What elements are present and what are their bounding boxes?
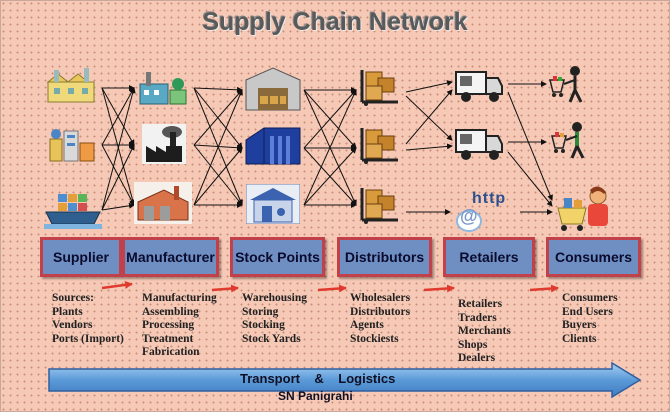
connector-supplier-manufacturer: [101, 202, 135, 211]
stage-label: Manufacturer: [126, 249, 215, 265]
stage-label: Retailers: [459, 249, 519, 265]
description-item: Processing: [142, 319, 195, 331]
author-credit: SN Panigrahi: [278, 389, 353, 403]
connector-manufacturer-stockpoint: [193, 86, 243, 93]
description-item: Distributors: [350, 305, 411, 318]
boxes-hand-truck-icon: [360, 70, 398, 106]
diagram-title: Supply Chain Network: [202, 8, 468, 36]
connector-stockpoint-distributor: [303, 89, 357, 149]
description-item: Agents: [350, 319, 384, 331]
description-item: Ports (Import): [52, 332, 124, 345]
description-item: Storing: [242, 305, 279, 318]
boxes-hand-truck-icon: [360, 128, 398, 164]
description-item: Manufacturing: [142, 292, 217, 304]
consumers-description: Consumers End Users Buyers Clients: [562, 292, 618, 346]
connector-stockpoint-distributor: [303, 89, 357, 206]
assembly-plant-icon: [134, 182, 192, 224]
connector-manufacturer-stockpoint: [193, 144, 243, 206]
connector-supplier-manufacturer: [101, 87, 136, 211]
description-item: Traders: [458, 311, 497, 324]
description-item: Vendors: [52, 319, 93, 331]
transport-logistics-arrow: [48, 362, 642, 398]
stage-label: Consumers: [554, 249, 633, 265]
description-item: Shops: [458, 338, 488, 351]
stage-label: Distributors: [344, 249, 425, 265]
band-right-text: Logistics: [338, 371, 396, 386]
stock-points-description: Warehousing Storing Stocking Stock Yards: [242, 292, 307, 346]
consumer-with-cart-icon: [557, 186, 608, 231]
shopping-cart-person-icon: [549, 66, 583, 103]
description-item: Fabrication: [142, 346, 200, 358]
boxes-hand-truck-icon: [360, 188, 398, 224]
delivery-truck-icon: [455, 129, 503, 160]
connector-distributor-retailer: [405, 89, 453, 145]
red-flow-arrow: [529, 284, 559, 293]
description-item: Sources:: [52, 292, 94, 304]
description-item: Consumers: [562, 292, 618, 304]
stage-label: Stock Points: [235, 249, 320, 265]
description-item: End Users: [562, 305, 613, 318]
red-flow-arrow: [423, 284, 455, 293]
description-item: Assembling: [142, 305, 199, 318]
connector-supplier-manufacturer: [101, 87, 135, 146]
at-symbol: @: [460, 206, 478, 226]
stage-consumers: Consumers: [546, 237, 641, 277]
internet-http-icon: @ http: [452, 190, 516, 232]
description-item: Merchants: [458, 325, 511, 337]
stage-supplier: Supplier: [40, 237, 122, 277]
warehouse-building-icon: [245, 127, 301, 165]
connector-distributor-retailer: [405, 143, 453, 151]
plant-icon: [49, 129, 95, 162]
connector-stockpoint-distributor: [303, 147, 357, 206]
smokestack-factory-icon: [142, 124, 186, 164]
description-item: Retailers: [458, 298, 503, 310]
connector-manufacturer-stockpoint: [193, 89, 243, 146]
description-item: Plants: [52, 305, 83, 318]
globe-icon: [456, 210, 482, 232]
factory-icon: [46, 68, 95, 103]
connector-retailer-consumer: [507, 151, 553, 207]
transport-logistics-label: Transport & Logistics: [240, 371, 395, 386]
connector-distributor-retailer: [405, 80, 453, 93]
description-item: Buyers: [562, 319, 597, 331]
delivery-truck-icon: [455, 71, 503, 102]
stage-stock-points: Stock Points: [230, 237, 325, 277]
cargo-ship-icon: [44, 194, 102, 229]
storage-depot-icon: [246, 184, 300, 224]
description-item: Stockiests: [350, 332, 399, 345]
red-flow-arrow: [101, 280, 133, 290]
description-item: Stock Yards: [242, 332, 301, 345]
description-item: Wholesalers: [350, 292, 411, 304]
manufacturer-description: Manufacturing Assembling Processing Trea…: [142, 292, 217, 360]
band-left-text: Transport: [240, 371, 300, 386]
connector-supplier-manufacturer: [101, 87, 136, 206]
red-flow-arrow: [211, 284, 239, 293]
shopping-cart-person-icon: [551, 122, 585, 159]
stage-retailers: Retailers: [443, 237, 535, 277]
warehouse-icon: [245, 67, 301, 111]
stage-label: Supplier: [52, 249, 109, 265]
description-item: Treatment: [142, 332, 194, 345]
description-item: Stocking: [242, 319, 285, 331]
connector-retailer-consumer: [507, 91, 553, 201]
http-label: http: [472, 190, 507, 207]
retailers-description: Retailers Traders Merchants Shops Dealer…: [458, 298, 511, 366]
distributors-description: Wholesalers Distributors Agents Stockies…: [350, 292, 410, 346]
connector-supplier-manufacturer: [101, 144, 135, 211]
connector-distributor-retailer: [405, 95, 453, 141]
industrial-plant-icon: [139, 72, 187, 105]
connector-supplier-manufacturer: [101, 144, 135, 206]
red-flow-arrow: [317, 284, 347, 293]
band-amp-text: &: [314, 371, 324, 386]
connector-manufacturer-stockpoint: [193, 89, 243, 206]
supplier-description: Sources: Plants Vendors Ports (Import): [52, 292, 124, 346]
description-item: Warehousing: [242, 292, 307, 304]
description-item: Dealers: [458, 352, 496, 364]
stage-distributors: Distributors: [337, 237, 432, 277]
description-item: Clients: [562, 332, 597, 345]
connector-manufacturer-stockpoint: [193, 147, 243, 206]
stage-manufacturer: Manufacturer: [122, 237, 219, 277]
